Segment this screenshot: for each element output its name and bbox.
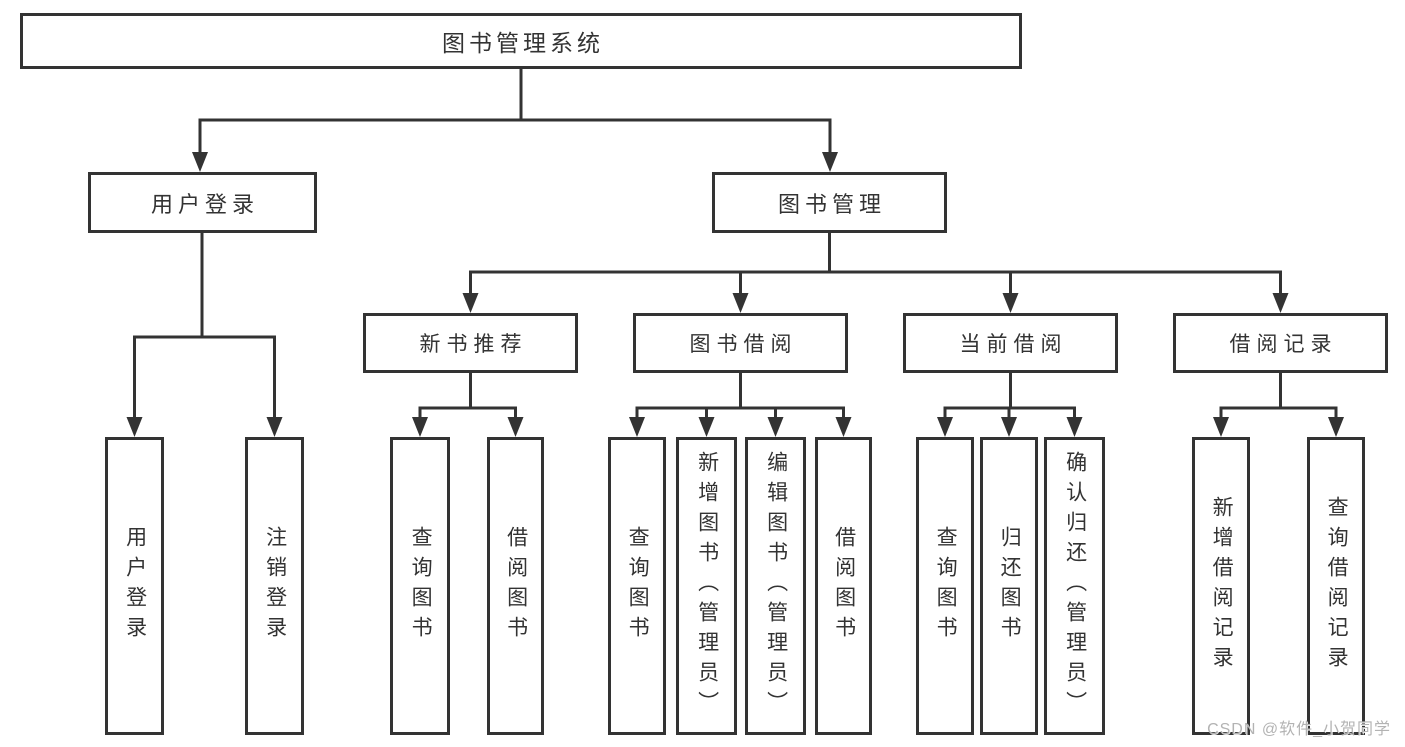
leaf-borrow-edit-books-admin-label: 编辑图书（管理员） — [764, 451, 788, 721]
leaf-borrow-borrow-books: 借阅图书 — [815, 437, 872, 735]
connector-paths — [133, 69, 1338, 421]
leaf-current-confirm-return-admin: 确认归还（管理员） — [1044, 437, 1105, 735]
leaf-user-login: 用户登录 — [105, 437, 164, 735]
node-book-borrowing: 图书借阅 — [633, 313, 848, 373]
leaf-borrow-add-books-admin: 新增图书（管理员） — [676, 437, 737, 735]
csdn-watermark: CSDN @软件_小贺同学 — [1207, 721, 1391, 738]
node-book-management-label: 图书管理 — [777, 191, 886, 217]
node-book-management: 图书管理 — [712, 172, 947, 233]
node-borrowing-records-label: 借阅记录 — [1229, 333, 1338, 356]
leaf-current-return-books-label: 归还图书 — [998, 526, 1022, 646]
leaf-borrow-query-books-label: 查询图书 — [626, 526, 650, 646]
node-book-borrowing-label: 图书借阅 — [689, 333, 798, 356]
leaf-records-query-record: 查询借阅记录 — [1307, 437, 1365, 735]
leaf-records-query-record-label: 查询借阅记录 — [1325, 496, 1349, 676]
node-root-label: 图书管理系统 — [442, 30, 604, 56]
leaf-current-query-books: 查询图书 — [916, 437, 974, 735]
leaf-newbook-borrow-books-label: 借阅图书 — [504, 526, 528, 646]
leaf-newbook-borrow-books: 借阅图书 — [487, 437, 544, 735]
leaf-borrow-borrow-books-label: 借阅图书 — [832, 526, 856, 646]
leaf-logout-label: 注销登录 — [263, 526, 287, 646]
leaf-current-confirm-return-admin-label: 确认归还（管理员） — [1063, 451, 1087, 721]
node-user-login-label: 用户登录 — [150, 191, 259, 217]
leaf-logout: 注销登录 — [245, 437, 304, 735]
leaf-user-login-label: 用户登录 — [123, 526, 147, 646]
leaf-borrow-add-books-admin-label: 新增图书（管理员） — [695, 451, 719, 721]
leaf-borrow-query-books: 查询图书 — [608, 437, 666, 735]
leaf-current-query-books-label: 查询图书 — [934, 526, 958, 646]
node-current-borrowing-label: 当前借阅 — [959, 333, 1068, 356]
node-user-login: 用户登录 — [88, 172, 317, 233]
node-borrowing-records: 借阅记录 — [1173, 313, 1388, 373]
leaf-records-add-record: 新增借阅记录 — [1192, 437, 1250, 735]
node-new-book-recommend-label: 新书推荐 — [419, 333, 528, 356]
node-root: 图书管理系统 — [20, 13, 1022, 69]
leaf-borrow-edit-books-admin: 编辑图书（管理员） — [745, 437, 806, 735]
node-current-borrowing: 当前借阅 — [903, 313, 1118, 373]
leaf-records-add-record-label: 新增借阅记录 — [1210, 496, 1234, 676]
node-new-book-recommend: 新书推荐 — [363, 313, 578, 373]
leaf-newbook-query-books: 查询图书 — [390, 437, 450, 735]
arrowheads — [126, 152, 1344, 437]
leaf-newbook-query-books-label: 查询图书 — [409, 526, 433, 646]
leaf-current-return-books: 归还图书 — [980, 437, 1038, 735]
